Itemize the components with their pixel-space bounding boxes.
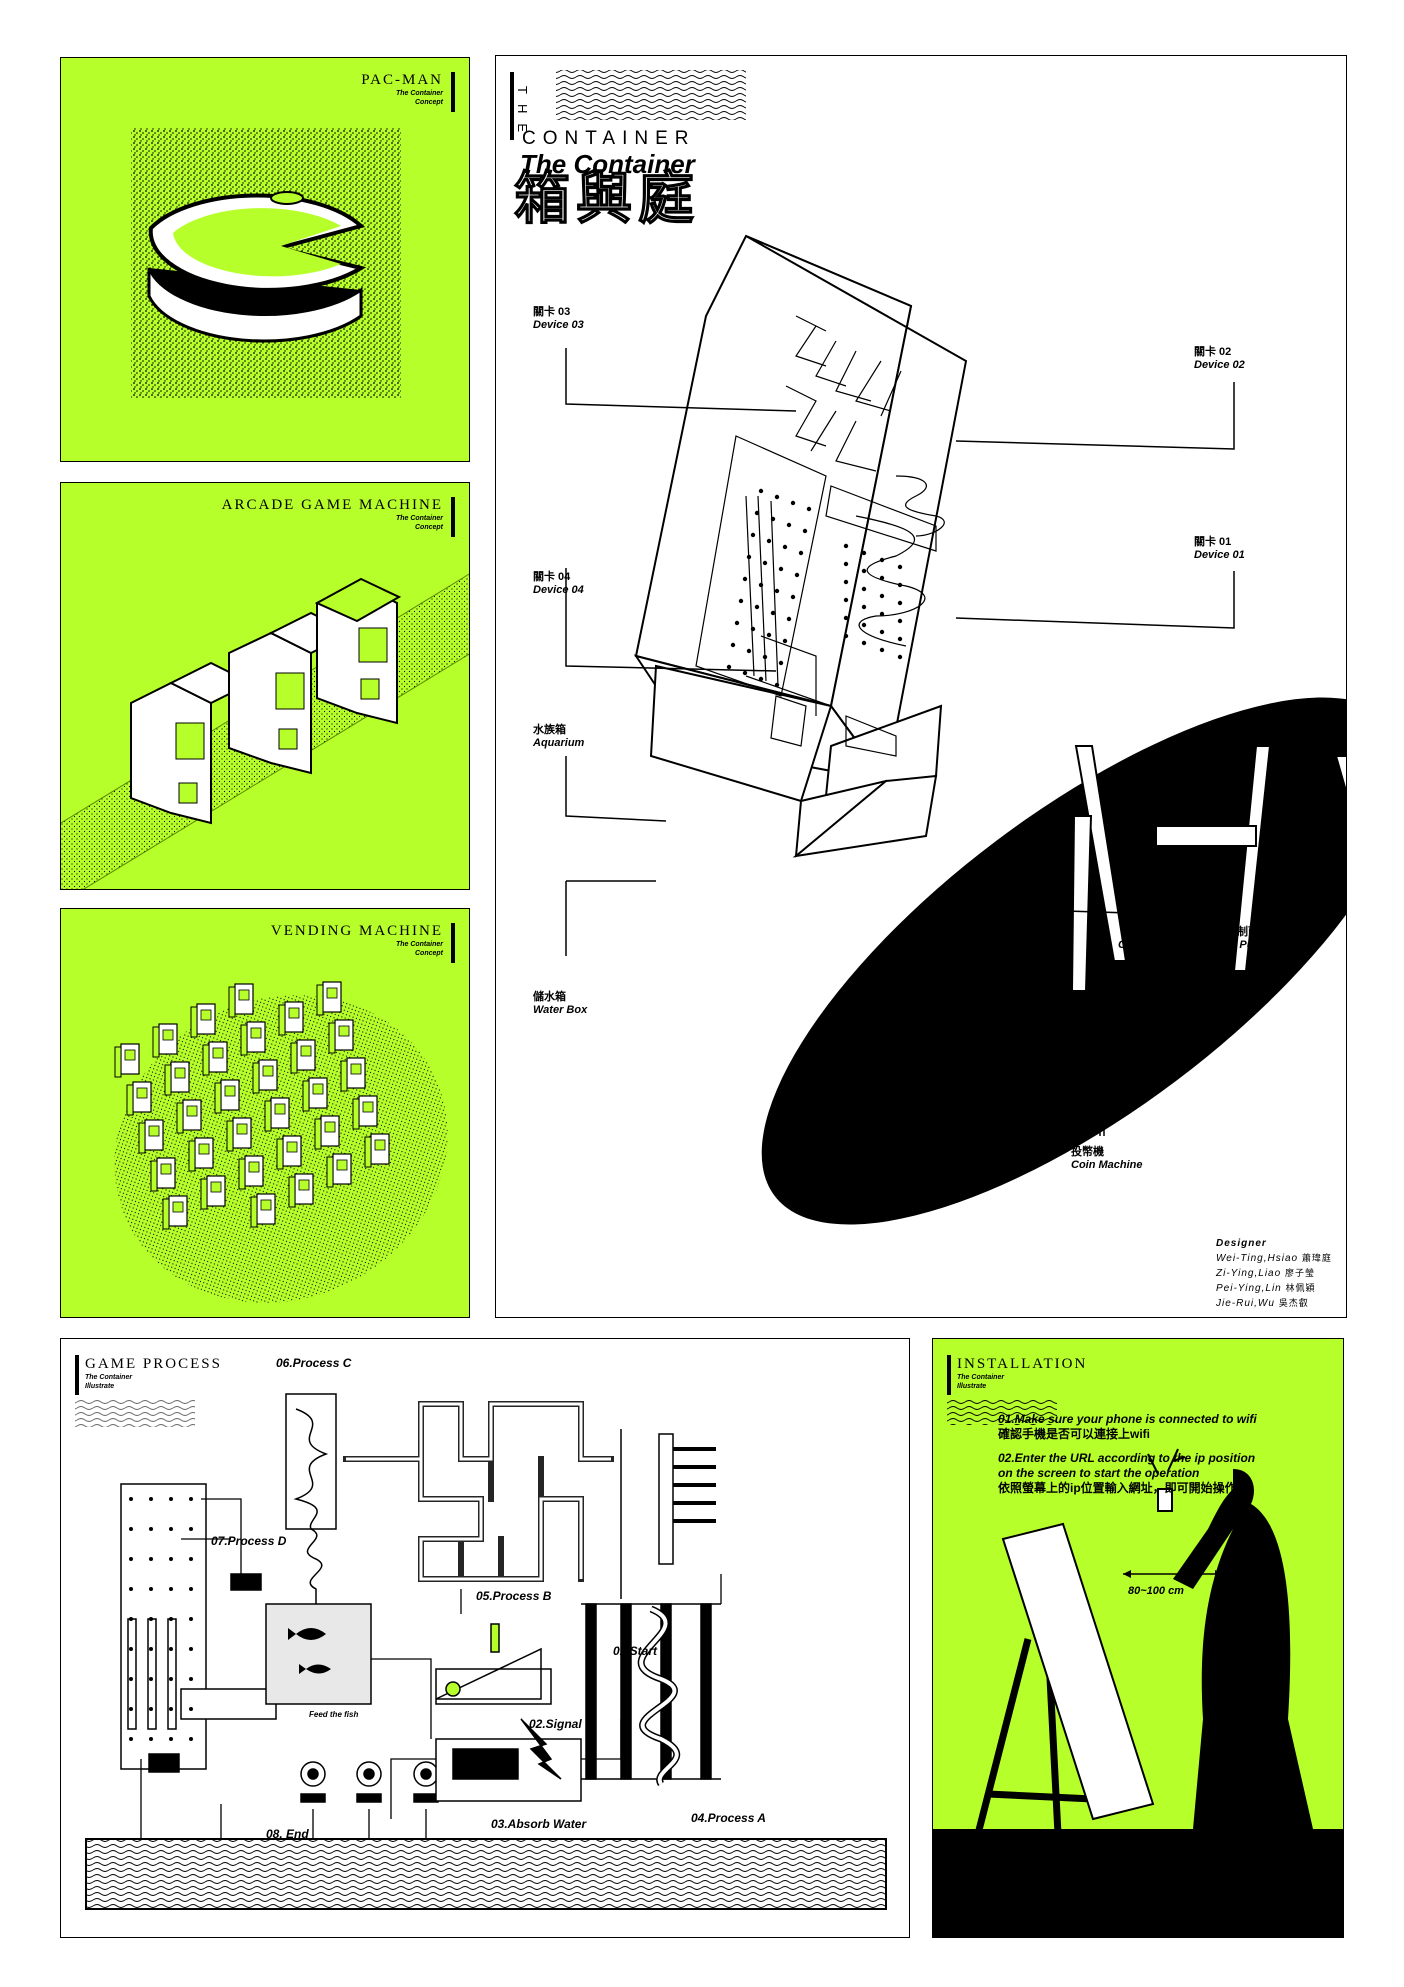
game-process-diagram: [75, 1393, 887, 1910]
vending-machine-unit: [250, 1193, 276, 1228]
vending-machine-unit: [326, 1153, 352, 1188]
step-01-label: 01.Start: [613, 1644, 658, 1658]
step-04-label: 04.Process A: [691, 1811, 766, 1825]
vending-machine-unit: [278, 1001, 304, 1036]
vending-machines: [114, 981, 390, 1230]
vending-machine-unit: [238, 1155, 264, 1190]
pegboard-dots: [726, 488, 903, 688]
vending-machine-unit: [352, 1095, 378, 1130]
vending-machine-unit: [288, 1173, 314, 1208]
arcade-panel: ARCADE GAME MACHINE The Container Concep…: [60, 482, 470, 890]
arcade-illustration: [61, 573, 469, 889]
install-step-1: 01.Make sure your phone is connected to …: [998, 1412, 1257, 1441]
cn-title: 箱與庭: [514, 167, 700, 232]
vending-panel: VENDING MACHINE The Container Concept: [60, 908, 470, 1318]
vending-machine-unit: [276, 1135, 302, 1170]
feed-fish-label: Feed the fish: [309, 1710, 359, 1719]
vending-machine-unit: [188, 1137, 214, 1172]
process-c-spiral: [285, 1393, 337, 1604]
signal-unit: [435, 1623, 582, 1802]
vending-machine-unit: [364, 1133, 390, 1168]
step-06-label: 06.Process C: [276, 1356, 352, 1370]
phone-icon: [1157, 1488, 1173, 1512]
vending-illustration: [114, 981, 448, 1303]
vending-machine-unit: [228, 983, 254, 1018]
step-03-label: 03.Absorb Water: [491, 1817, 587, 1831]
pacman-illustration: [131, 128, 401, 398]
vending-machine-unit: [150, 1157, 176, 1192]
game-process-title: GAME PROCESS The Container Illustrate: [85, 1356, 222, 1390]
vending-machine-unit: [340, 1057, 366, 1092]
vending-machine-unit: [264, 1097, 290, 1132]
step-07-label: 07.Process D: [211, 1534, 287, 1548]
process-b-maze: [343, 1401, 614, 1582]
vending-machine-unit: [290, 1039, 316, 1074]
word-container: CONTAINER: [522, 128, 695, 149]
vending-machine-unit: [328, 1019, 354, 1054]
installation-illustration: [933, 1399, 1343, 1937]
person-silhouette: [1173, 1469, 1313, 1829]
vending-machine-unit: [152, 1023, 178, 1058]
vending-machine-unit: [314, 1115, 340, 1150]
vending-machine-unit: [240, 1021, 266, 1056]
vending-machine-unit: [200, 1175, 226, 1210]
distance-label: 80~100 cm: [1128, 1585, 1184, 1597]
vending-machine-unit: [190, 1003, 216, 1038]
pacman-panel-title: PAC-MAN The Container Concept: [361, 72, 443, 106]
installation-title: INSTALLATION The Container Illustrate: [957, 1356, 1088, 1390]
vending-machine-unit: [316, 981, 342, 1016]
step-05-label: 05.Process B: [476, 1589, 552, 1603]
game-process-panel: GAME PROCESS The Container Illustrate: [60, 1338, 910, 1938]
vending-machine-unit: [302, 1077, 328, 1112]
container-internals: [695, 315, 945, 757]
vending-machine-unit: [162, 1195, 188, 1230]
designer-credits: Designer Wei-Ting,Hsiao 蕭瑋庭 Zi-Ying,Liao…: [1216, 1238, 1332, 1309]
vending-machine-unit: [214, 1079, 240, 1114]
arcade-machine-3: [314, 577, 402, 725]
container-box: [633, 234, 968, 858]
fish-feeders: [300, 1761, 439, 1803]
stand-legs: [1070, 745, 1346, 992]
vending-panel-title: VENDING MACHINE The Container Concept: [270, 923, 443, 957]
process-a-spiral: [581, 1429, 721, 1786]
main-title: The Container: [520, 149, 697, 179]
installation-container: [1001, 1522, 1155, 1821]
vending-machine-unit: [114, 1043, 140, 1078]
main-panel: 箱與庭 THE CONTAINER The Container: [495, 55, 1347, 1318]
water-pool: [85, 1838, 887, 1910]
vending-machine-unit: [164, 1061, 190, 1096]
leader-lines: [565, 348, 1235, 1136]
step-02-label: 02.Signal: [529, 1717, 582, 1731]
signal-icon: [1147, 1448, 1186, 1475]
arcade-panel-title: ARCADE GAME MACHINE The Container Concep…: [221, 497, 443, 531]
process-d-board: [120, 1483, 277, 1773]
vending-machine-unit: [252, 1059, 278, 1094]
vending-machine-unit: [202, 1041, 228, 1076]
pacman-panel: PAC-MAN The Container Concept: [60, 57, 470, 462]
container-illustration: 箱與庭 THE CONTAINER The Container: [510, 70, 1346, 1225]
flow-arrows: [140, 1498, 722, 1839]
installation-panel: INSTALLATION The Container Illustrate 01…: [932, 1338, 1344, 1938]
vending-machine-unit: [226, 1117, 252, 1152]
vertical-word: THE: [515, 86, 530, 142]
aquarium-box: [265, 1603, 372, 1705]
vending-machine-unit: [176, 1099, 202, 1134]
install-step-2: 02.Enter the URL according to the ip pos…: [998, 1451, 1256, 1495]
vending-machine-unit: [126, 1081, 152, 1116]
vending-machine-unit: [138, 1119, 164, 1154]
step-08-label: 08. End: [266, 1827, 309, 1841]
